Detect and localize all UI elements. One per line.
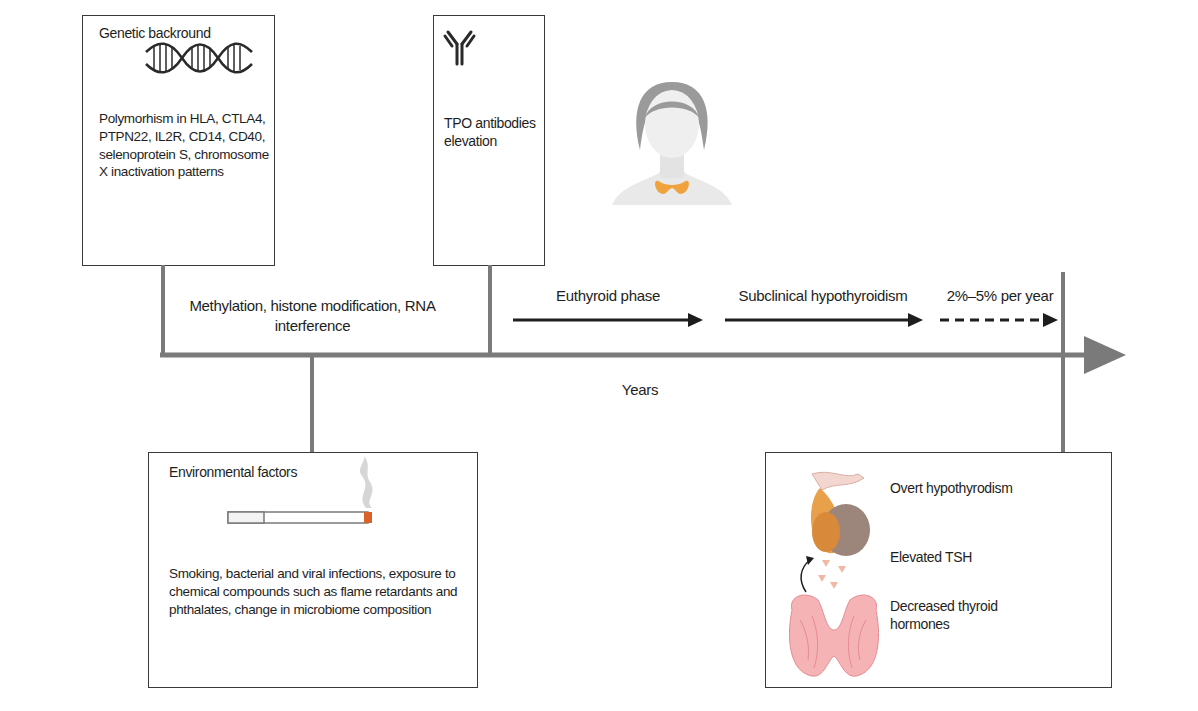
- axis-label: Years: [600, 380, 680, 400]
- rate-label: 2%–5% per year: [930, 286, 1070, 306]
- outcome-box: Overt hypothyrodismElevated TSH Decreased…: [765, 452, 1112, 688]
- process-label: Methylation, histone modification, RNA i…: [165, 296, 460, 335]
- box-heading: Genetic backround: [99, 24, 269, 42]
- box-text: Decreased thyroid hormones: [890, 597, 1030, 634]
- box-text: Smoking, bacterial and viral infections,…: [169, 565, 467, 618]
- genetic-box: Genetic backroundPolymorhism in HLA, CTL…: [82, 15, 275, 266]
- box-heading: Environmental factors: [169, 463, 459, 481]
- phase-label: Subclinical hypothyroidism: [718, 286, 928, 306]
- box-text: Elevated TSH: [890, 548, 1090, 566]
- antibody-box: TPO antibodies elevation: [433, 15, 545, 266]
- environment-box: Environmental factorsSmoking, bacterial …: [148, 452, 478, 688]
- box-text: TPO antibodies elevation: [444, 114, 540, 151]
- box-text: Polymorhism in HLA, CTLA4, PTPN22, IL2R,…: [99, 110, 271, 181]
- phase-label: Euthyroid phase: [508, 286, 708, 306]
- box-text: Overt hypothyrodism: [890, 479, 1100, 497]
